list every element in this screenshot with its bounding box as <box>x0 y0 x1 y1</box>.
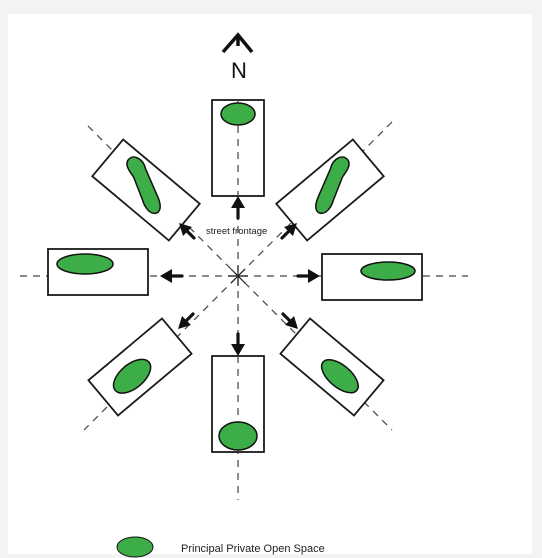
lot-southwest <box>87 317 193 417</box>
lot-west <box>47 248 149 296</box>
lot-north <box>211 99 265 197</box>
legend: Principal Private Open Space <box>116 536 325 558</box>
legend-label: Principal Private Open Space <box>181 543 325 555</box>
arrow-icon-northeast <box>280 223 297 240</box>
arrow-icon-northwest <box>179 223 196 240</box>
street-frontage-label: street frontage <box>206 226 267 237</box>
lot-southeast <box>279 317 385 417</box>
lot-northeast <box>275 138 385 242</box>
open-space-southeast <box>320 359 359 394</box>
north-arrow-icon <box>221 32 254 54</box>
arrow-icon-west <box>160 269 184 283</box>
centre-mark <box>228 266 248 286</box>
lot-northwest <box>91 138 201 242</box>
open-space-southwest <box>112 358 152 394</box>
open-space-northwest <box>126 156 161 215</box>
arrow-icon-east <box>296 269 320 283</box>
arrow-icon-south <box>231 332 245 356</box>
open-space-south <box>218 421 258 451</box>
lot-east <box>321 253 423 301</box>
open-space-east <box>360 261 416 281</box>
open-space-northeast <box>315 156 350 215</box>
lot-south <box>211 355 265 453</box>
legend-swatch <box>116 536 154 558</box>
arrow-icon-southwest <box>178 312 195 329</box>
arrow-icon-north <box>231 196 245 220</box>
arrow-icon-southeast <box>281 312 298 329</box>
frontage-arrows <box>160 196 320 356</box>
open-space-north <box>220 102 256 126</box>
north-label: N <box>231 58 247 83</box>
open-space-west <box>56 253 114 275</box>
